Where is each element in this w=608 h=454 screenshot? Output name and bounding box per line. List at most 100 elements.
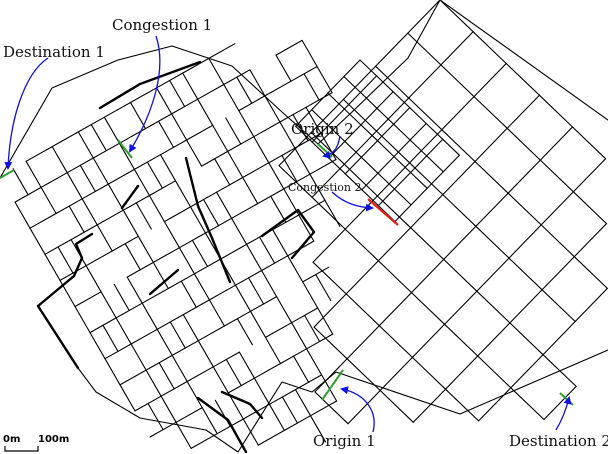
road-segment (293, 355, 310, 383)
road-segment (426, 138, 444, 157)
road-segment (360, 107, 378, 126)
road-segment (409, 122, 427, 141)
road-segment (119, 384, 136, 412)
road-segment (197, 340, 214, 368)
road-segment (393, 107, 411, 125)
road-segment (408, 64, 442, 99)
road-segment (287, 255, 304, 283)
road-segment (376, 91, 394, 109)
road-segment (25, 146, 53, 162)
road-segment (178, 247, 195, 275)
road-segment (216, 191, 233, 219)
road-segment (253, 362, 282, 379)
road-segment (313, 326, 348, 360)
road-segment (51, 146, 68, 174)
road-segment (191, 239, 208, 267)
road-segment (85, 250, 113, 267)
origin-2-label: Origin 2 (291, 120, 354, 138)
road-segment (344, 124, 362, 142)
origin-1-arrow (340, 386, 375, 433)
road-segment (264, 95, 281, 123)
road-segment (57, 246, 74, 274)
road-segment (100, 291, 117, 319)
road-segment (510, 387, 545, 421)
road-segment (305, 106, 322, 134)
road-segment (377, 188, 396, 207)
road-segment (227, 392, 244, 420)
road-segment (51, 131, 79, 148)
road-segment (279, 121, 296, 149)
road-segment (281, 396, 298, 424)
road-segment (234, 284, 252, 312)
road-segment (292, 114, 309, 142)
road-segment (248, 277, 265, 305)
road-segment (81, 198, 98, 226)
road-segment (253, 121, 281, 138)
road-segment (375, 97, 410, 132)
road-segment (378, 292, 413, 327)
road-segment (507, 192, 542, 226)
road-segment (540, 224, 575, 258)
road-segment (408, 97, 443, 131)
road-segment (68, 205, 85, 233)
road-segment (259, 236, 276, 264)
road-segment (317, 307, 334, 335)
road-segment (304, 314, 321, 342)
road-segment (508, 257, 543, 291)
road-segment (441, 129, 476, 163)
road-segment (444, 355, 479, 390)
road-segment (409, 129, 443, 164)
road-segment (571, 126, 607, 160)
road-segment (343, 91, 362, 110)
road-segment (225, 358, 242, 387)
road-segment (260, 208, 316, 260)
road-segment (376, 140, 395, 158)
road-segment (360, 140, 379, 158)
road-segment (360, 156, 379, 174)
road-segment (343, 130, 378, 165)
road-segment (377, 227, 412, 262)
road-segment (189, 206, 207, 234)
road-segment (278, 165, 313, 198)
destination-2-arrow (555, 396, 572, 431)
road-segment (261, 269, 278, 298)
road-segment (342, 65, 377, 100)
road-segment (275, 54, 292, 82)
road-segment (572, 191, 608, 225)
road-segment (509, 322, 544, 356)
road-segment (505, 62, 540, 96)
road-segment (410, 155, 428, 174)
road-segment (346, 325, 380, 360)
road-segment (345, 260, 379, 295)
road-segment (444, 290, 478, 325)
road-segment (442, 194, 477, 227)
road-segment (541, 289, 576, 323)
road-segment (407, 32, 442, 66)
road-segment (104, 358, 121, 386)
road-segment (539, 159, 574, 193)
road-segment (508, 224, 542, 259)
road-segment (129, 101, 147, 130)
road-segment (376, 107, 395, 125)
road-segment (473, 62, 507, 98)
road-segment (275, 39, 303, 56)
destination-1-segment (0, 169, 15, 179)
congestion-2-arrow (331, 191, 374, 212)
road-segment (309, 158, 337, 175)
congestion-2-segment (367, 198, 399, 226)
road-segment (129, 87, 158, 104)
road-segment (572, 158, 607, 193)
road-segment (29, 227, 46, 255)
road-segment (443, 225, 477, 260)
road-segment (474, 160, 509, 194)
road-segment (124, 243, 141, 271)
road-segment (302, 281, 319, 309)
road-segment (171, 113, 188, 141)
road-segment (376, 75, 394, 93)
road-segment (135, 202, 152, 230)
road-segment (197, 325, 225, 342)
road-segment (137, 235, 154, 263)
road-segment (344, 156, 362, 175)
road-segment (212, 124, 229, 152)
